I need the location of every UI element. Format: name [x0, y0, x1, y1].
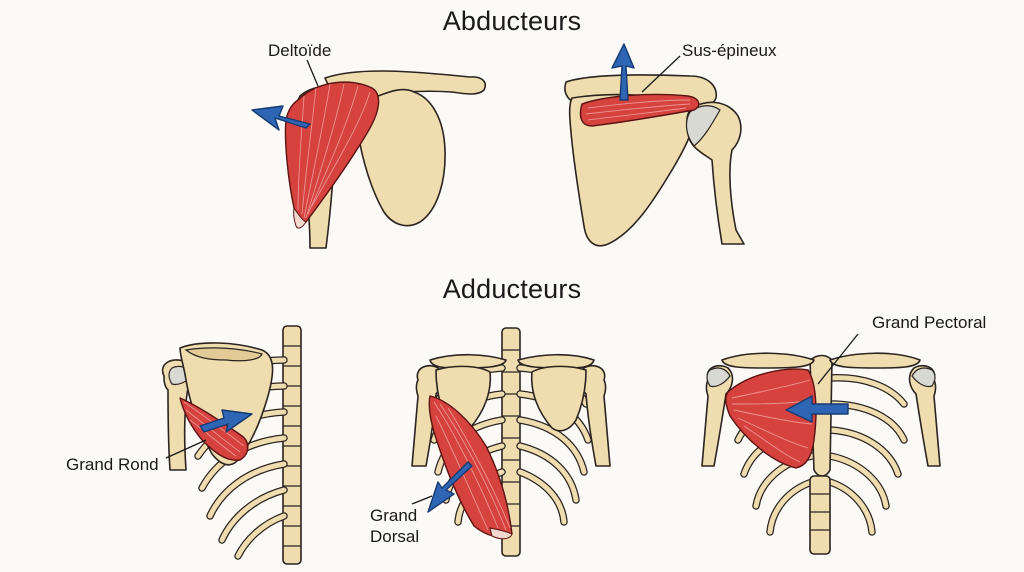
direction-arrow-icon	[611, 43, 635, 101]
humeral-head-cartilage	[685, 105, 721, 147]
direction-arrow-icon	[199, 409, 253, 433]
sus-epineux-leader	[641, 55, 681, 93]
clavicle-right	[829, 352, 921, 369]
clavicle-left	[429, 353, 507, 369]
label-grand-dorsal: Grand Dorsal	[370, 506, 420, 546]
deltoide-leader	[306, 59, 319, 87]
scapula-right	[530, 365, 587, 432]
clavicle-left	[721, 352, 815, 369]
panel-teres-major	[161, 325, 302, 565]
grand-pectoral-leader	[817, 333, 859, 385]
panel-supraspinatus	[564, 43, 745, 247]
humeral-head-cartilage	[706, 367, 731, 388]
latissimus-tendon	[489, 527, 513, 540]
panel-latissimus	[411, 327, 611, 557]
section-title-abducteurs: Abducteurs	[442, 6, 582, 36]
sternum	[809, 354, 833, 477]
humerus-left	[701, 364, 734, 467]
panel-pectoralis	[701, 333, 941, 555]
label-sus-epineux: Sus-épineux	[682, 41, 777, 60]
grand-dorsal-leader	[411, 495, 433, 505]
scapular-spine	[184, 347, 263, 362]
humerus-right	[908, 364, 941, 467]
deltoid-fibers	[297, 83, 371, 219]
label-grand-pectoral: Grand Pectoral	[872, 313, 987, 332]
direction-arrow-icon	[785, 395, 849, 423]
direction-arrow-icon	[427, 461, 473, 513]
deltoid-tendon	[293, 206, 307, 229]
label-deltoide: Deltoïde	[268, 41, 332, 60]
direction-arrow-icon	[251, 105, 311, 131]
panel-deltoid	[251, 59, 486, 249]
label-grand-rond: Grand Rond	[66, 455, 159, 474]
humerus-right	[578, 364, 611, 467]
humerus-left	[411, 364, 444, 467]
grand-rond-leader	[165, 439, 207, 459]
supraspinatus-fibers	[585, 99, 691, 121]
lumbar-spine	[809, 475, 831, 555]
section-title-adducteurs: Adducteurs	[442, 274, 582, 304]
humeral-head-cartilage	[911, 367, 936, 388]
supraspinatus-muscle	[579, 93, 700, 127]
